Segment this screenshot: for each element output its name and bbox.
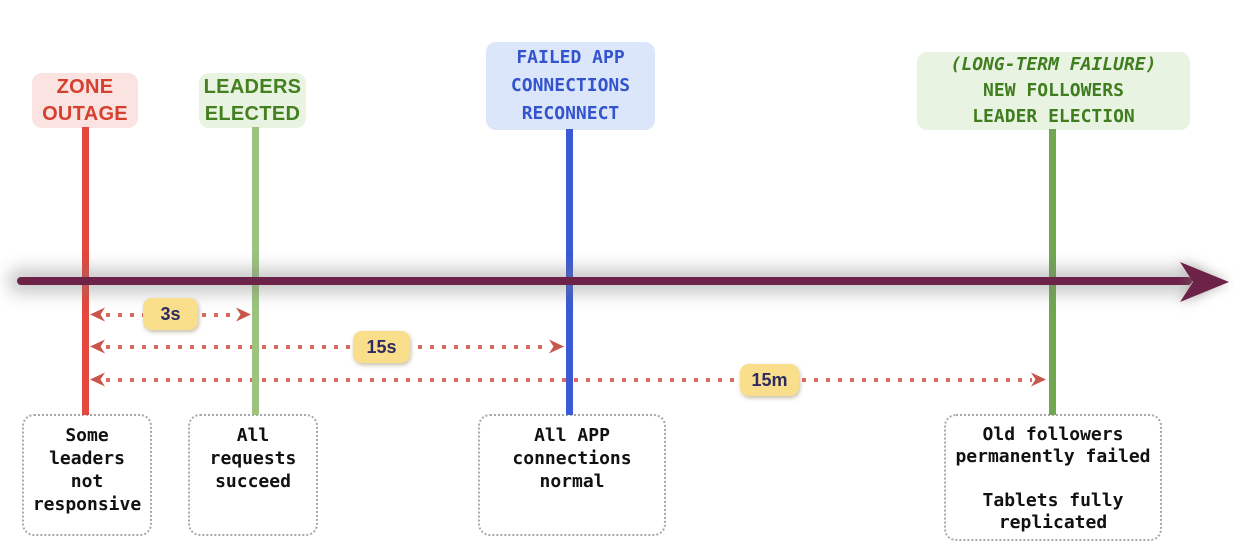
timeline-arrowhead-icon bbox=[1180, 260, 1230, 308]
duration-badge-15m: 15m bbox=[740, 364, 799, 396]
event-line-failed-app-connections-reconnect bbox=[566, 129, 573, 415]
timeline-axis bbox=[17, 277, 1192, 285]
arrowhead-right-icon bbox=[235, 306, 252, 327]
event-line-new-followers-leader-election bbox=[1049, 129, 1056, 415]
duration-arrow-15s bbox=[106, 345, 548, 349]
note-box-leaders-elected: All requests succeed bbox=[188, 414, 318, 536]
arrowhead-left-icon bbox=[89, 338, 106, 359]
new-followers-leader-election-text: NEW FOLLOWERS LEADER ELECTION bbox=[972, 80, 1135, 127]
arrowhead-right-icon bbox=[548, 338, 565, 359]
long-term-failure-subtitle: (LONG-TERM FAILURE) bbox=[950, 54, 1157, 75]
event-label-zone-outage: ZONE OUTAGE bbox=[32, 73, 138, 128]
arrowhead-right-icon bbox=[1030, 371, 1047, 392]
event-label-failed-app-connections-reconnect: FAILED APP CONNECTIONS RECONNECT bbox=[486, 42, 655, 130]
event-label-new-followers-leader-election: (LONG-TERM FAILURE) NEW FOLLOWERS LEADER… bbox=[917, 52, 1190, 130]
note-box-failed-app-connections: All APP connections normal bbox=[478, 414, 666, 536]
event-line-zone-outage bbox=[82, 127, 89, 415]
event-label-leaders-elected: LEADERS ELECTED bbox=[199, 73, 306, 128]
arrowhead-left-icon bbox=[89, 371, 106, 392]
duration-badge-15s: 15s bbox=[353, 331, 410, 363]
arrowhead-left-icon bbox=[89, 306, 106, 327]
note-box-long-term-failure: Old followers permanently failed Tablets… bbox=[944, 414, 1162, 541]
event-line-leaders-elected bbox=[252, 127, 259, 415]
duration-badge-3s: 3s bbox=[143, 298, 198, 330]
note-box-zone-outage: Some leaders not responsive bbox=[22, 414, 152, 536]
